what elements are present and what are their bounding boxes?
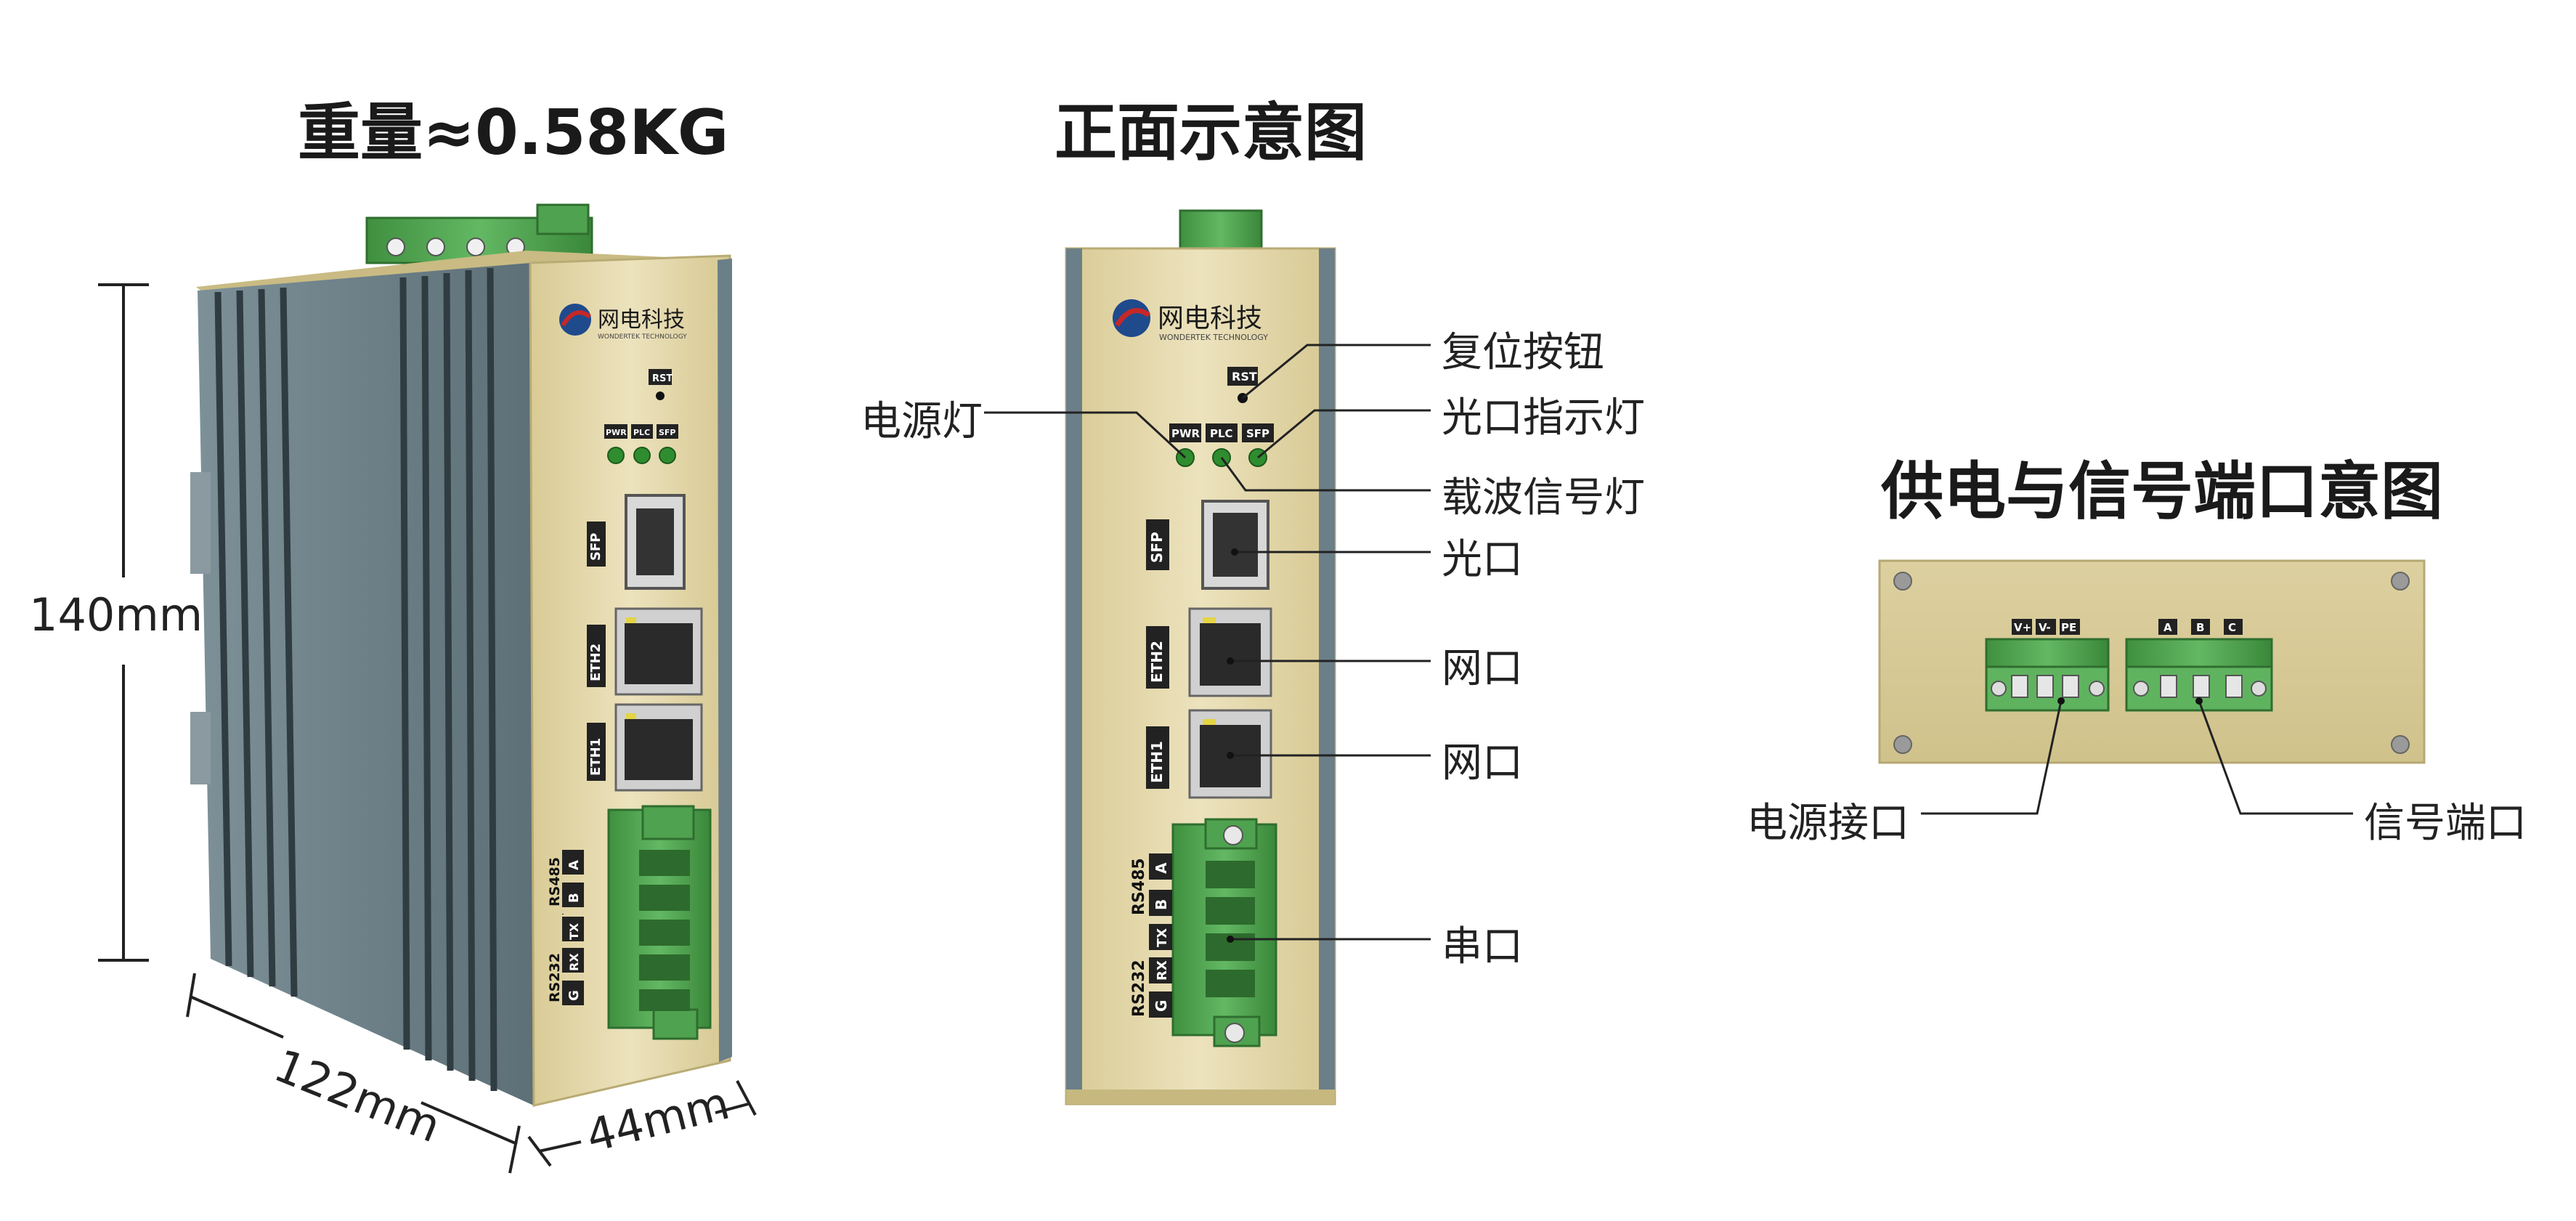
callout-optical-led: 光口指示灯 bbox=[1442, 394, 1645, 442]
svg-text:B: B bbox=[2196, 621, 2204, 634]
callout-reset-button: 复位按钮 bbox=[1442, 329, 1604, 376]
terminal-plate-view: V+ V- PE A B C bbox=[1878, 559, 2426, 764]
svg-text:WONDERTEK TECHNOLOGY: WONDERTEK TECHNOLOGY bbox=[598, 333, 687, 341]
svg-text:SFP: SFP bbox=[1246, 427, 1269, 440]
svg-text:V-: V- bbox=[2039, 621, 2051, 634]
svg-text:RX: RX bbox=[567, 953, 581, 971]
device-3d-view: 网电科技 WONDERTEK TECHNOLOGY RST PWR PLC SF… bbox=[190, 203, 732, 1107]
svg-text:G: G bbox=[566, 990, 582, 1001]
svg-text:ETH2: ETH2 bbox=[1148, 641, 1166, 683]
svg-text:SFP: SFP bbox=[588, 533, 604, 561]
svg-text:G: G bbox=[1153, 1000, 1170, 1012]
device-front-view: 网电科技 WONDERTEK TECHNOLOGY RST PWR PLC SF… bbox=[1065, 209, 1336, 1106]
svg-text:TX: TX bbox=[1155, 928, 1170, 947]
svg-text:RST: RST bbox=[1232, 370, 1257, 384]
svg-text:PLC: PLC bbox=[633, 428, 650, 437]
brand-logo-3d: 网电科技 bbox=[598, 307, 685, 333]
svg-text:A: A bbox=[566, 860, 582, 870]
svg-text:RS232: RS232 bbox=[547, 953, 563, 1002]
front-view-title: 正面示意图 bbox=[1055, 97, 1367, 169]
svg-text:PE: PE bbox=[2061, 621, 2076, 634]
svg-text:PWR: PWR bbox=[606, 428, 627, 437]
callout-optical-port: 光口 bbox=[1442, 536, 1523, 583]
svg-text:SFP: SFP bbox=[659, 428, 676, 437]
svg-text:ETH1: ETH1 bbox=[588, 738, 604, 776]
svg-text:RX: RX bbox=[1155, 960, 1170, 981]
callout-carrier-led: 载波信号灯 bbox=[1442, 474, 1645, 522]
dimension-lines bbox=[98, 283, 757, 1174]
svg-text:ETH1: ETH1 bbox=[1148, 741, 1166, 783]
height-dimension-label: 140mm bbox=[29, 588, 203, 641]
brand-logo-front: 网电科技 bbox=[1158, 304, 1262, 333]
svg-text:PWR: PWR bbox=[1171, 427, 1200, 440]
svg-text:RS485: RS485 bbox=[1130, 858, 1148, 915]
callout-power-interface: 电源接口 bbox=[1747, 800, 1909, 847]
front-callout-lines bbox=[984, 344, 1431, 941]
callout-power-led: 电源灯 bbox=[861, 398, 983, 445]
svg-text:TX: TX bbox=[567, 922, 581, 940]
svg-text:C: C bbox=[2228, 621, 2236, 634]
weight-title: 重量≈0.58KG bbox=[298, 97, 729, 169]
callout-net-port-2: 网口 bbox=[1442, 739, 1523, 787]
svg-text:ETH2: ETH2 bbox=[588, 644, 604, 681]
callout-net-port-1: 网口 bbox=[1442, 645, 1523, 692]
svg-text:B: B bbox=[1153, 899, 1170, 910]
svg-text:RS232: RS232 bbox=[1130, 960, 1148, 1017]
svg-text:SFP: SFP bbox=[1148, 532, 1166, 563]
callout-serial-port: 串口 bbox=[1442, 923, 1523, 970]
svg-text:V+: V+ bbox=[2014, 621, 2031, 634]
callout-signal-port: 信号端口 bbox=[2364, 800, 2527, 847]
terminal-view-title: 供电与信号端口意图 bbox=[1881, 455, 2443, 528]
svg-text:PLC: PLC bbox=[1210, 427, 1233, 440]
terminal-callout-lines bbox=[1921, 700, 2353, 815]
svg-text:B: B bbox=[566, 893, 582, 903]
svg-text:WONDERTEK TECHNOLOGY: WONDERTEK TECHNOLOGY bbox=[1159, 333, 1268, 342]
svg-text:A: A bbox=[2163, 621, 2172, 634]
svg-text:A: A bbox=[1153, 862, 1170, 874]
svg-text:RST: RST bbox=[652, 373, 673, 384]
svg-text:RS485: RS485 bbox=[547, 857, 563, 906]
